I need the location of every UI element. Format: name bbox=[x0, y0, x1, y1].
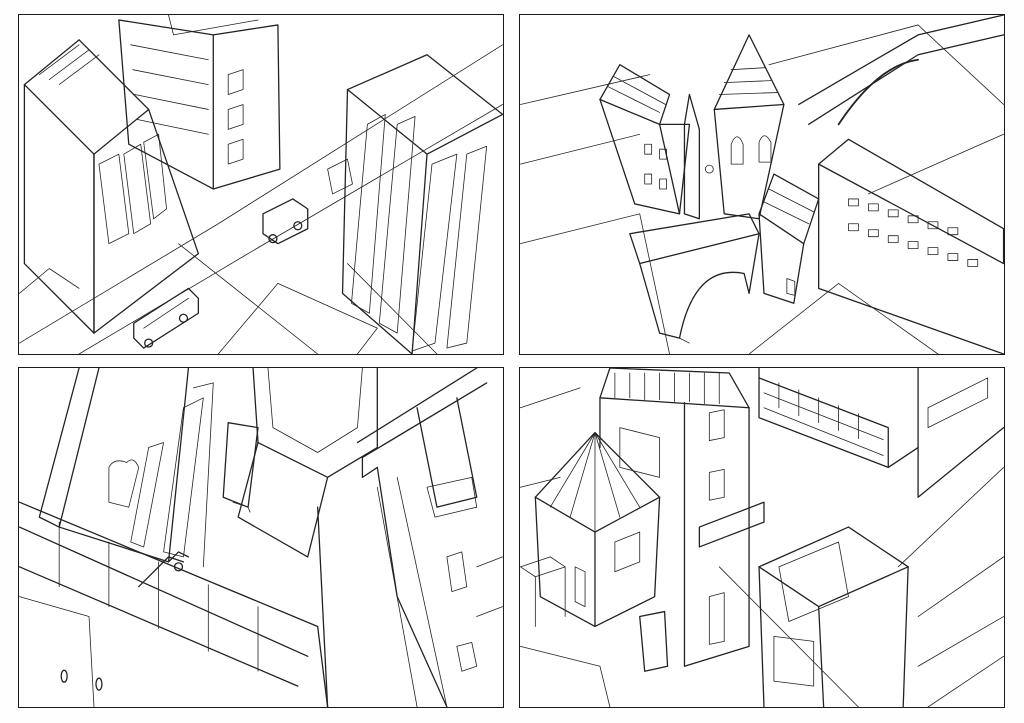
skywalk bbox=[19, 501, 329, 707]
tall-house bbox=[599, 64, 691, 215]
right-building bbox=[317, 368, 503, 707]
corner-shop bbox=[758, 526, 909, 707]
stone-arch bbox=[629, 213, 760, 344]
arch-bridge bbox=[798, 15, 1004, 126]
center-building bbox=[222, 368, 378, 558]
truck bbox=[262, 198, 309, 245]
panel-city-intersection bbox=[18, 14, 504, 355]
chapel bbox=[758, 173, 820, 304]
back-building bbox=[118, 15, 281, 190]
left-building bbox=[38, 368, 214, 568]
panel-worms-eye-street bbox=[18, 367, 504, 708]
street-lamp bbox=[138, 551, 190, 588]
left-tower bbox=[23, 39, 200, 334]
city-intersection-drawing bbox=[19, 15, 503, 354]
worms-eye-drawing bbox=[19, 368, 503, 707]
church-bridge-drawing bbox=[520, 15, 1004, 354]
panel-houses-birds-eye bbox=[519, 367, 1005, 708]
courtyard-wall bbox=[818, 138, 1004, 354]
pyramid-roof-house bbox=[534, 431, 661, 628]
panel-church-bridge bbox=[519, 14, 1005, 355]
right-tower bbox=[341, 54, 503, 354]
houses-birds-eye-drawing bbox=[520, 368, 1004, 707]
bus bbox=[133, 287, 200, 349]
windowed-block bbox=[758, 368, 1004, 498]
tall-townhouse bbox=[599, 368, 765, 667]
church-steeple bbox=[704, 34, 785, 220]
